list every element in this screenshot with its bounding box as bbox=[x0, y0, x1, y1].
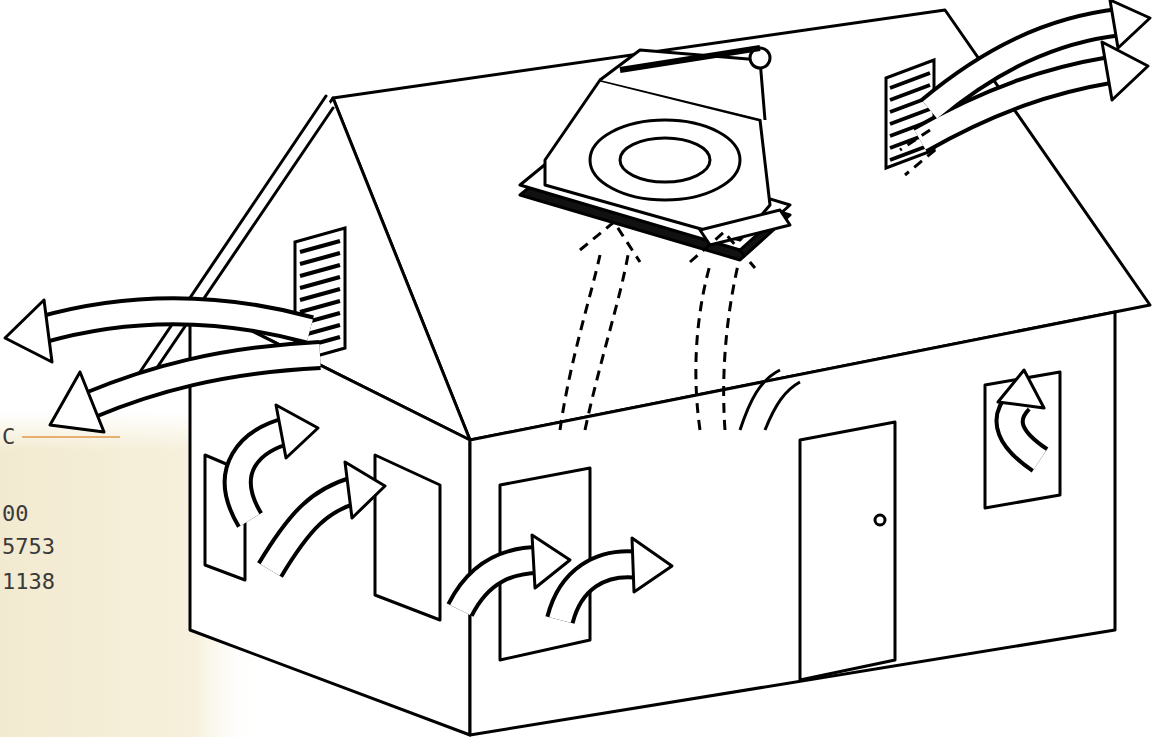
roof bbox=[333, 10, 1150, 440]
stamp-rule bbox=[22, 436, 120, 438]
stamp-text: 1138 bbox=[2, 571, 55, 593]
stamp-text: 00 bbox=[2, 503, 29, 525]
airflow-arrow bbox=[5, 0, 1150, 620]
stamp-text: 5753 bbox=[2, 536, 55, 558]
door bbox=[800, 422, 895, 680]
window bbox=[375, 455, 440, 620]
door-knob bbox=[875, 515, 885, 525]
side-wall bbox=[470, 312, 1115, 735]
attic-fan bbox=[520, 48, 790, 260]
louver bbox=[295, 60, 934, 362]
stamp-text: C bbox=[2, 426, 15, 448]
